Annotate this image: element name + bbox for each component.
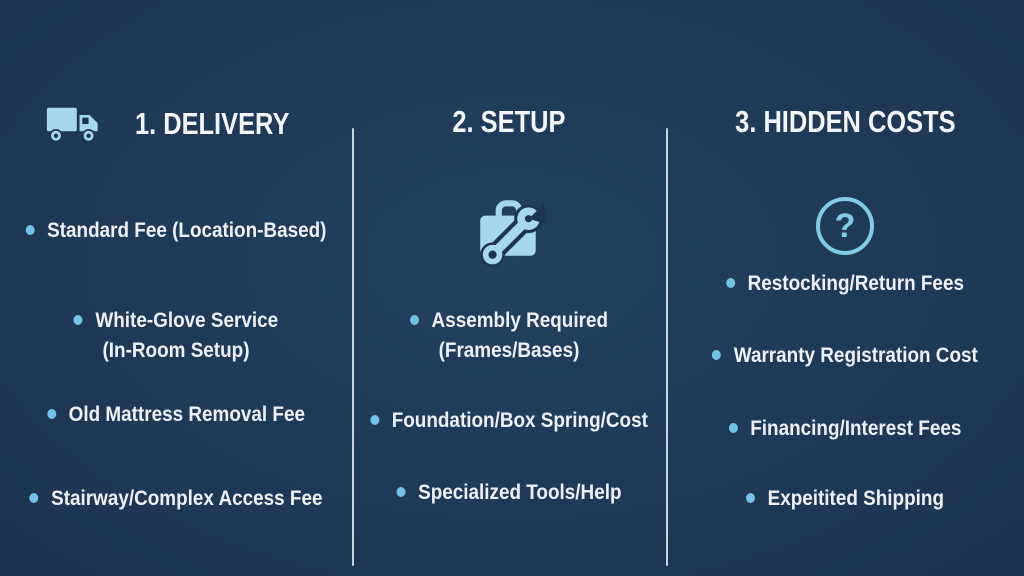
hidden-costs-title: 3. HIDDEN COSTS — [734, 104, 956, 139]
delivery-item-standard-fee: Standard Fee (Location-Based) — [18, 216, 335, 246]
delivery-item-stairway-access: Stairway/Complex Access Fee — [18, 484, 335, 514]
setup-item-assembly: Assembly Required (Frames/Bases) — [368, 306, 651, 366]
item-text: Restocking/Return Fees — [747, 272, 964, 295]
item-text: Assembly Required — [431, 309, 609, 332]
item-text: Expeitited Shipping — [767, 487, 944, 510]
bullet-icon — [396, 487, 406, 497]
bullet-icon — [728, 423, 738, 433]
bullet-icon — [370, 415, 380, 425]
delivery-header: 1. DELIVERY — [0, 104, 352, 144]
hidden-item-expedited-shipping: Expeitited Shipping — [684, 484, 1006, 514]
item-text: Stairway/Complex Access Fee — [51, 487, 323, 510]
bullet-icon — [73, 315, 83, 325]
delivery-item-mattress-removal: Old Mattress Removal Fee — [18, 400, 335, 430]
item-text-line2: (In-Room Setup) — [102, 339, 250, 362]
bullet-icon — [29, 493, 39, 503]
setup-item-specialized-tools: Specialized Tools/Help — [368, 478, 651, 508]
bullet-icon — [47, 409, 57, 419]
truck-icon — [46, 104, 104, 144]
hidden-item-warranty: Warranty Registration Cost — [684, 341, 1006, 371]
question-circle-icon: ? — [666, 197, 1024, 255]
column-hidden-costs: 3. HIDDEN COSTS ? Restocking/Return Fees… — [666, 0, 1024, 576]
bullet-icon — [726, 278, 736, 288]
bullet-icon — [745, 493, 755, 503]
setup-item-foundation: Foundation/Box Spring/Cost — [368, 406, 651, 436]
item-text: Financing/Interest Fees — [750, 417, 962, 440]
bullet-icon — [712, 350, 722, 360]
bullet-icon — [25, 225, 35, 235]
item-text: Old Mattress Removal Fee — [68, 403, 305, 426]
bullet-icon — [409, 315, 419, 325]
item-text: Warranty Registration Cost — [733, 344, 978, 367]
setup-title: 2. SETUP — [452, 104, 566, 139]
item-text: Standard Fee (Location-Based) — [47, 219, 327, 242]
hidden-item-restocking: Restocking/Return Fees — [684, 269, 1006, 299]
setup-header: 2. SETUP — [352, 104, 666, 140]
delivery-item-white-glove: White-Glove Service (In-Room Setup) — [18, 306, 335, 366]
delivery-title: 1. DELIVERY — [134, 106, 290, 141]
hidden-costs-header: 3. HIDDEN COSTS — [666, 104, 1024, 140]
hidden-item-financing: Financing/Interest Fees — [684, 414, 1006, 444]
item-text: Foundation/Box Spring/Cost — [391, 409, 648, 432]
item-text: Specialized Tools/Help — [418, 481, 622, 504]
column-divider-2 — [666, 128, 668, 566]
column-setup: 2. SETUP Assembly Required (Frames/Bases… — [352, 0, 666, 576]
item-text: White-Glove Service — [95, 309, 279, 332]
column-divider-1 — [352, 128, 354, 566]
toolbox-wrench-icon — [352, 193, 666, 267]
question-mark-glyph: ? — [834, 206, 856, 245]
item-text-line2: (Frames/Bases) — [438, 339, 580, 362]
column-delivery: 1. DELIVERY Standard Fee (Location-Based… — [0, 0, 352, 576]
